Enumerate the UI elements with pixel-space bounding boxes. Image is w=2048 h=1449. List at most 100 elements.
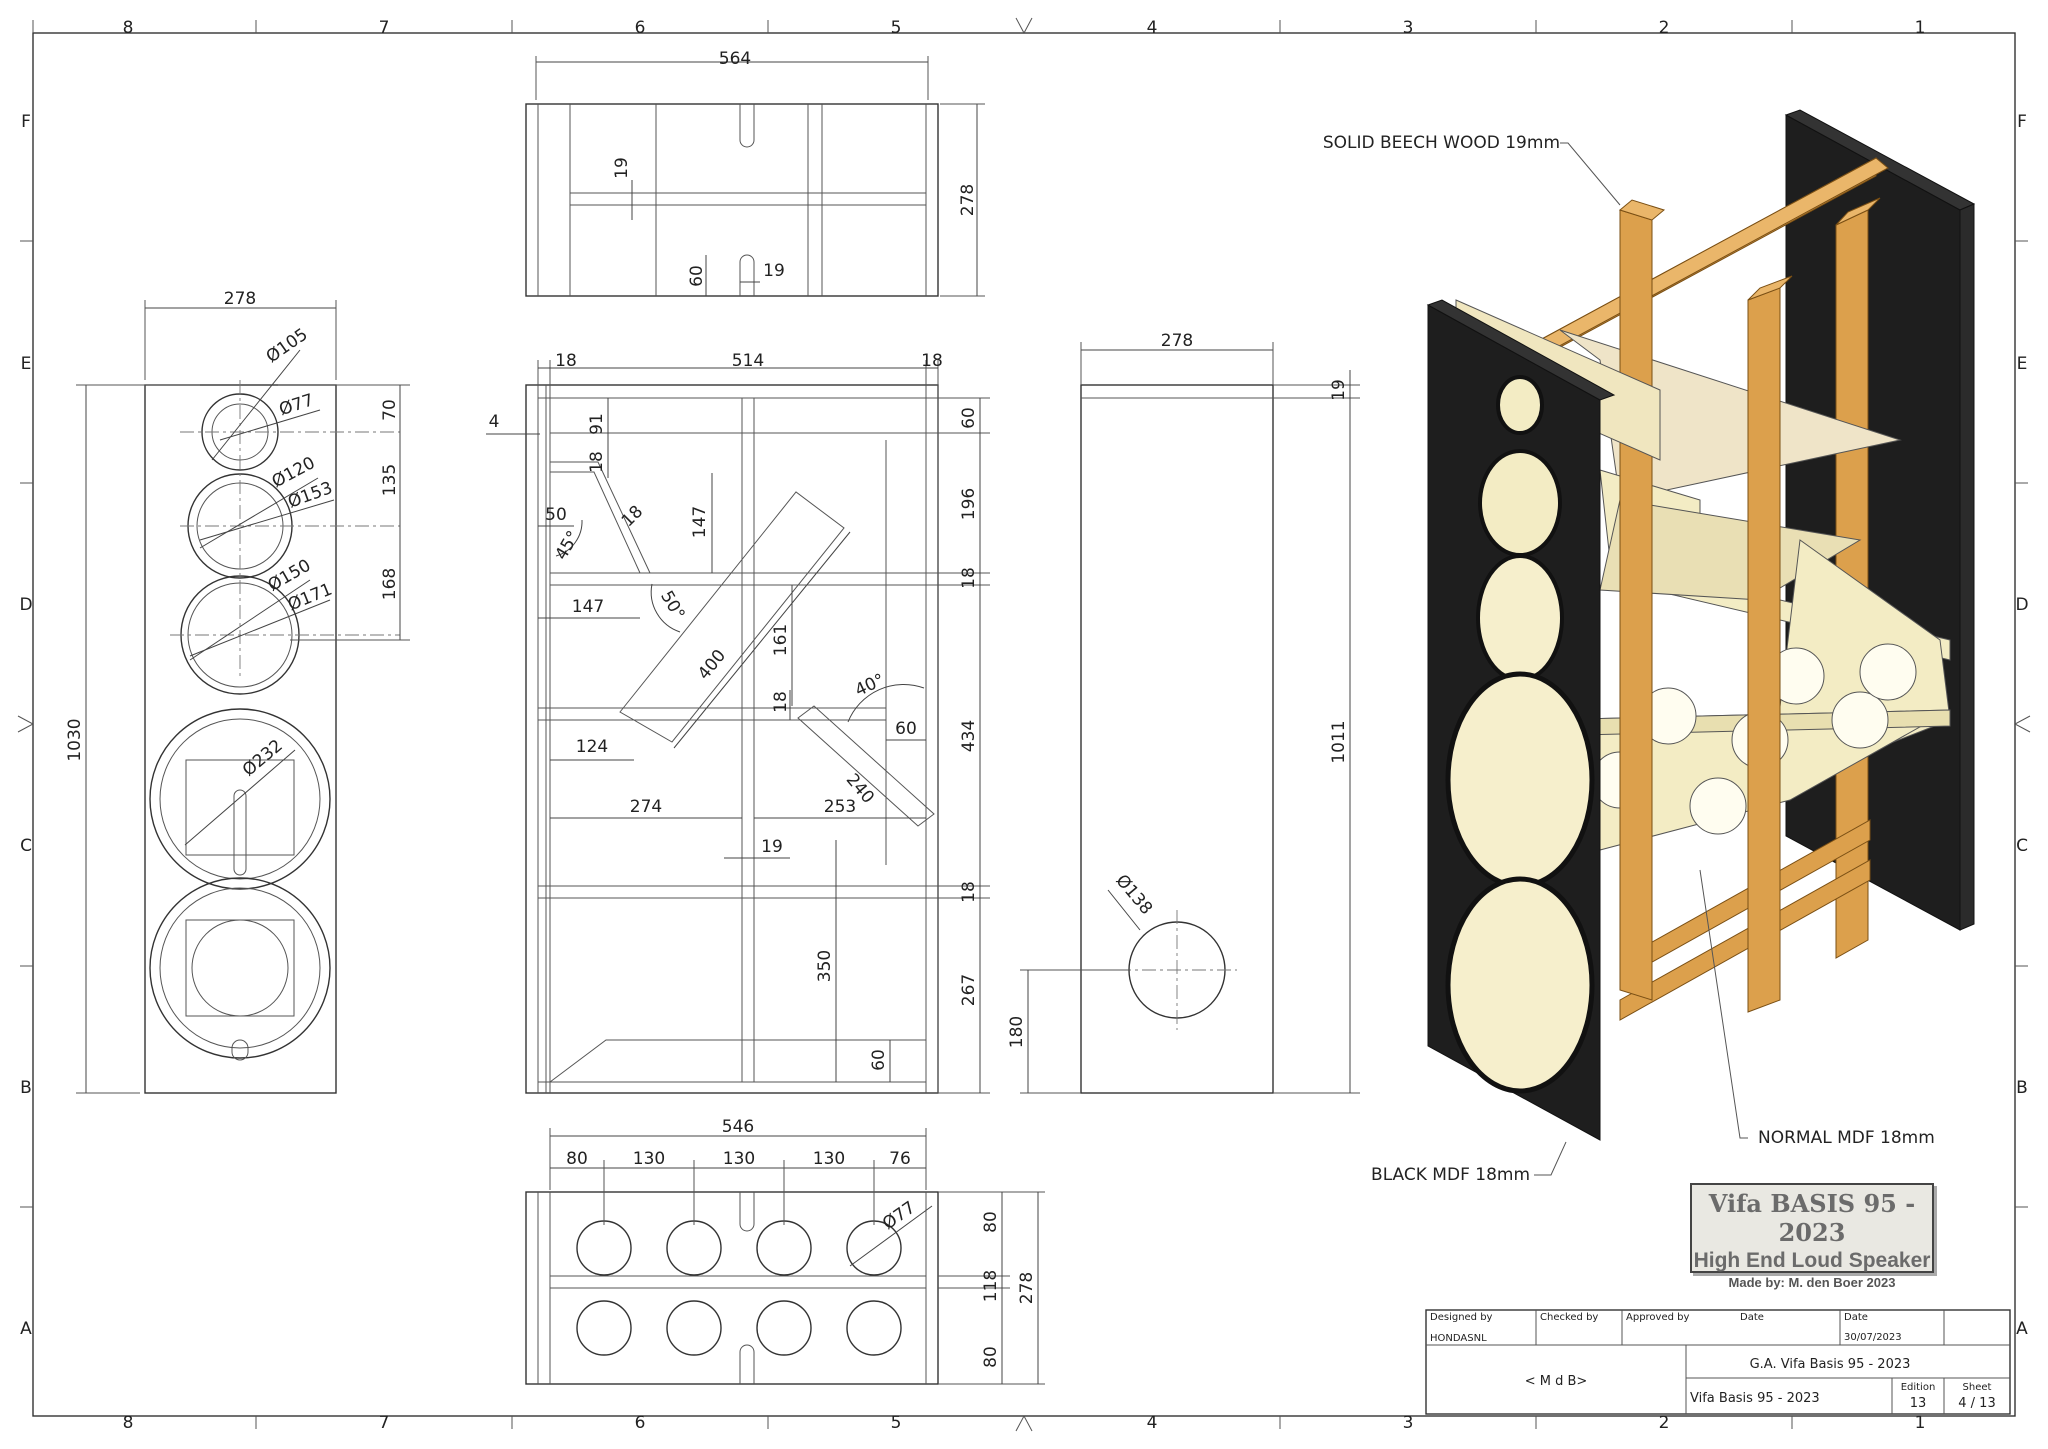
- dim-sec-b18: 18: [618, 502, 647, 531]
- dim-sec-r18a: 18: [959, 567, 979, 589]
- row-label: E: [21, 354, 32, 374]
- dim-bot-w5: 76: [889, 1149, 911, 1169]
- side-view: 278 19 1011 Ø138 180: [1007, 331, 1360, 1094]
- dim-sec-r196: 196: [959, 488, 979, 520]
- dim-top-rail: 19: [612, 157, 632, 179]
- dim-side-top: 19: [1329, 379, 1349, 401]
- dim-sec-panel400: 400: [694, 646, 730, 684]
- row-label: A: [2016, 1319, 2028, 1339]
- dim-bot-h1: 80: [981, 1211, 1001, 1233]
- col-label: 8: [123, 1413, 134, 1433]
- dim-sec-h274: 274: [630, 797, 662, 817]
- col-label: 2: [1659, 1413, 1670, 1433]
- row-label: C: [2016, 836, 2028, 856]
- dim-sec-v91: 91: [587, 413, 607, 435]
- dim-sec-angle45: 45°: [551, 527, 583, 563]
- col-label: 1: [1915, 1413, 1926, 1433]
- callout-leader-beech: [1560, 142, 1621, 206]
- dim-bot-w4: 130: [813, 1149, 845, 1169]
- row-label: B: [20, 1078, 32, 1098]
- dim-bot-total: 546: [722, 1117, 754, 1137]
- dim-sec-inner: 514: [732, 351, 764, 371]
- dim-bot-hole: Ø77: [879, 1198, 919, 1234]
- tb-designed-by-label: Designed by: [1430, 1312, 1493, 1323]
- row-label: B: [2016, 1078, 2028, 1098]
- dim-bot-h3: 80: [981, 1346, 1001, 1368]
- tb-date-label-2: Date: [1844, 1312, 1868, 1323]
- col-label: 5: [891, 1413, 902, 1433]
- stamp-subtitle: High End Loud Speaker: [1693, 1249, 1931, 1272]
- callout-black-mdf: BLACK MDF 18mm: [1371, 1165, 1530, 1185]
- dim-top-height: 278: [958, 184, 978, 216]
- dim-sec-h124: 124: [576, 737, 608, 757]
- col-label: 7: [379, 1413, 390, 1433]
- grid-ticks: [17, 17, 2031, 1432]
- dim-sec-angle50: 50°: [656, 587, 688, 623]
- bottom-view: 546 80 130 130 130 76 Ø77 80 118 80 278: [525, 1117, 1045, 1385]
- row-label: C: [20, 836, 32, 856]
- dim-bot-w2: 130: [633, 1149, 665, 1169]
- isometric-assembly: [1426, 109, 1976, 1176]
- row-label: A: [20, 1319, 32, 1339]
- dim-top-slot-h: 60: [687, 265, 707, 287]
- callout-leader-normal: [1699, 869, 1748, 1139]
- dim-front-d7: Ø232: [239, 736, 287, 781]
- dim-bot-height: 278: [1017, 1272, 1037, 1304]
- dim-top-width: 564: [719, 49, 751, 69]
- col-label: 2: [1659, 18, 1670, 38]
- row-label: D: [2015, 595, 2028, 615]
- callout-normal-mdf: NORMAL MDF 18mm: [1758, 1128, 1935, 1148]
- dim-front-d2: Ø77: [277, 390, 316, 420]
- dim-sec-h60: 60: [895, 719, 917, 739]
- tb-edition: 13: [1910, 1396, 1927, 1411]
- col-label: 6: [635, 18, 646, 38]
- dim-sec-h19: 19: [761, 837, 783, 857]
- tb-part-name: Vifa Basis 95 - 2023: [1690, 1391, 1820, 1406]
- col-label: 5: [891, 18, 902, 38]
- callout-leader-black: [1534, 1141, 1567, 1176]
- stamp-author: Made by: M. den Boer 2023: [1728, 1275, 1896, 1290]
- row-label: D: [19, 595, 32, 615]
- dim-sec-r434: 434: [959, 720, 979, 752]
- dim-bot-h2: 118: [981, 1270, 1001, 1302]
- dim-top-slot-w: 19: [763, 261, 785, 281]
- col-label: 4: [1147, 1413, 1158, 1433]
- col-label: 6: [635, 1413, 646, 1433]
- dim-sec-v161: 161: [771, 624, 791, 656]
- dim-sec-h50: 50: [545, 505, 567, 525]
- dim-front-width: 278: [224, 289, 256, 309]
- dim-sec-v147: 147: [690, 506, 710, 538]
- tb-date: 30/07/2023: [1844, 1332, 1902, 1343]
- dim-sec-r18b: 18: [959, 881, 979, 903]
- tb-designed-by: HONDASNL: [1430, 1333, 1487, 1344]
- dim-side-height: 1011: [1329, 720, 1349, 763]
- dim-sec-v18a: 18: [587, 451, 607, 473]
- dim-front-d1: Ø105: [263, 325, 312, 368]
- dim-sec-r267: 267: [959, 974, 979, 1006]
- dim-side-port-h: 180: [1007, 1016, 1027, 1048]
- col-label: 3: [1403, 18, 1414, 38]
- tb-company: < M d B>: [1525, 1374, 1588, 1389]
- row-label: F: [2017, 112, 2027, 132]
- dim-sec-left-wall: 18: [555, 351, 577, 371]
- dim-bot-w1: 80: [566, 1149, 588, 1169]
- tb-sheet: 4 / 13: [1958, 1396, 1995, 1411]
- grid-labels: 8 7 6 5 4 3 2 1 8 7 6 5 4 3 2 1 F E D C …: [19, 18, 2028, 1433]
- dim-sec-front-offset: 4: [489, 412, 500, 432]
- dim-side-width: 278: [1161, 331, 1193, 351]
- col-label: 7: [379, 18, 390, 38]
- dim-sec-v60: 60: [869, 1049, 889, 1071]
- stamp-title: Vifa BASIS 95 - 2023: [1708, 1189, 1916, 1247]
- dim-sec-right-wall: 18: [921, 351, 943, 371]
- dim-sec-h253: 253: [824, 797, 856, 817]
- col-label: 4: [1147, 18, 1158, 38]
- dim-front-s3: 168: [380, 568, 400, 600]
- col-label: 1: [1915, 18, 1926, 38]
- title-block: Designed by HONDASNL Checked by Approved…: [1425, 1309, 2011, 1415]
- section-view: 18 514 18 4 91 18 50 45° 18 147 147 50° …: [486, 351, 990, 1094]
- dim-sec-r60: 60: [959, 407, 979, 429]
- callout-solid-beech: SOLID BEECH WOOD 19mm: [1323, 133, 1560, 153]
- col-label: 8: [123, 18, 134, 38]
- dim-front-s1: 70: [380, 399, 400, 421]
